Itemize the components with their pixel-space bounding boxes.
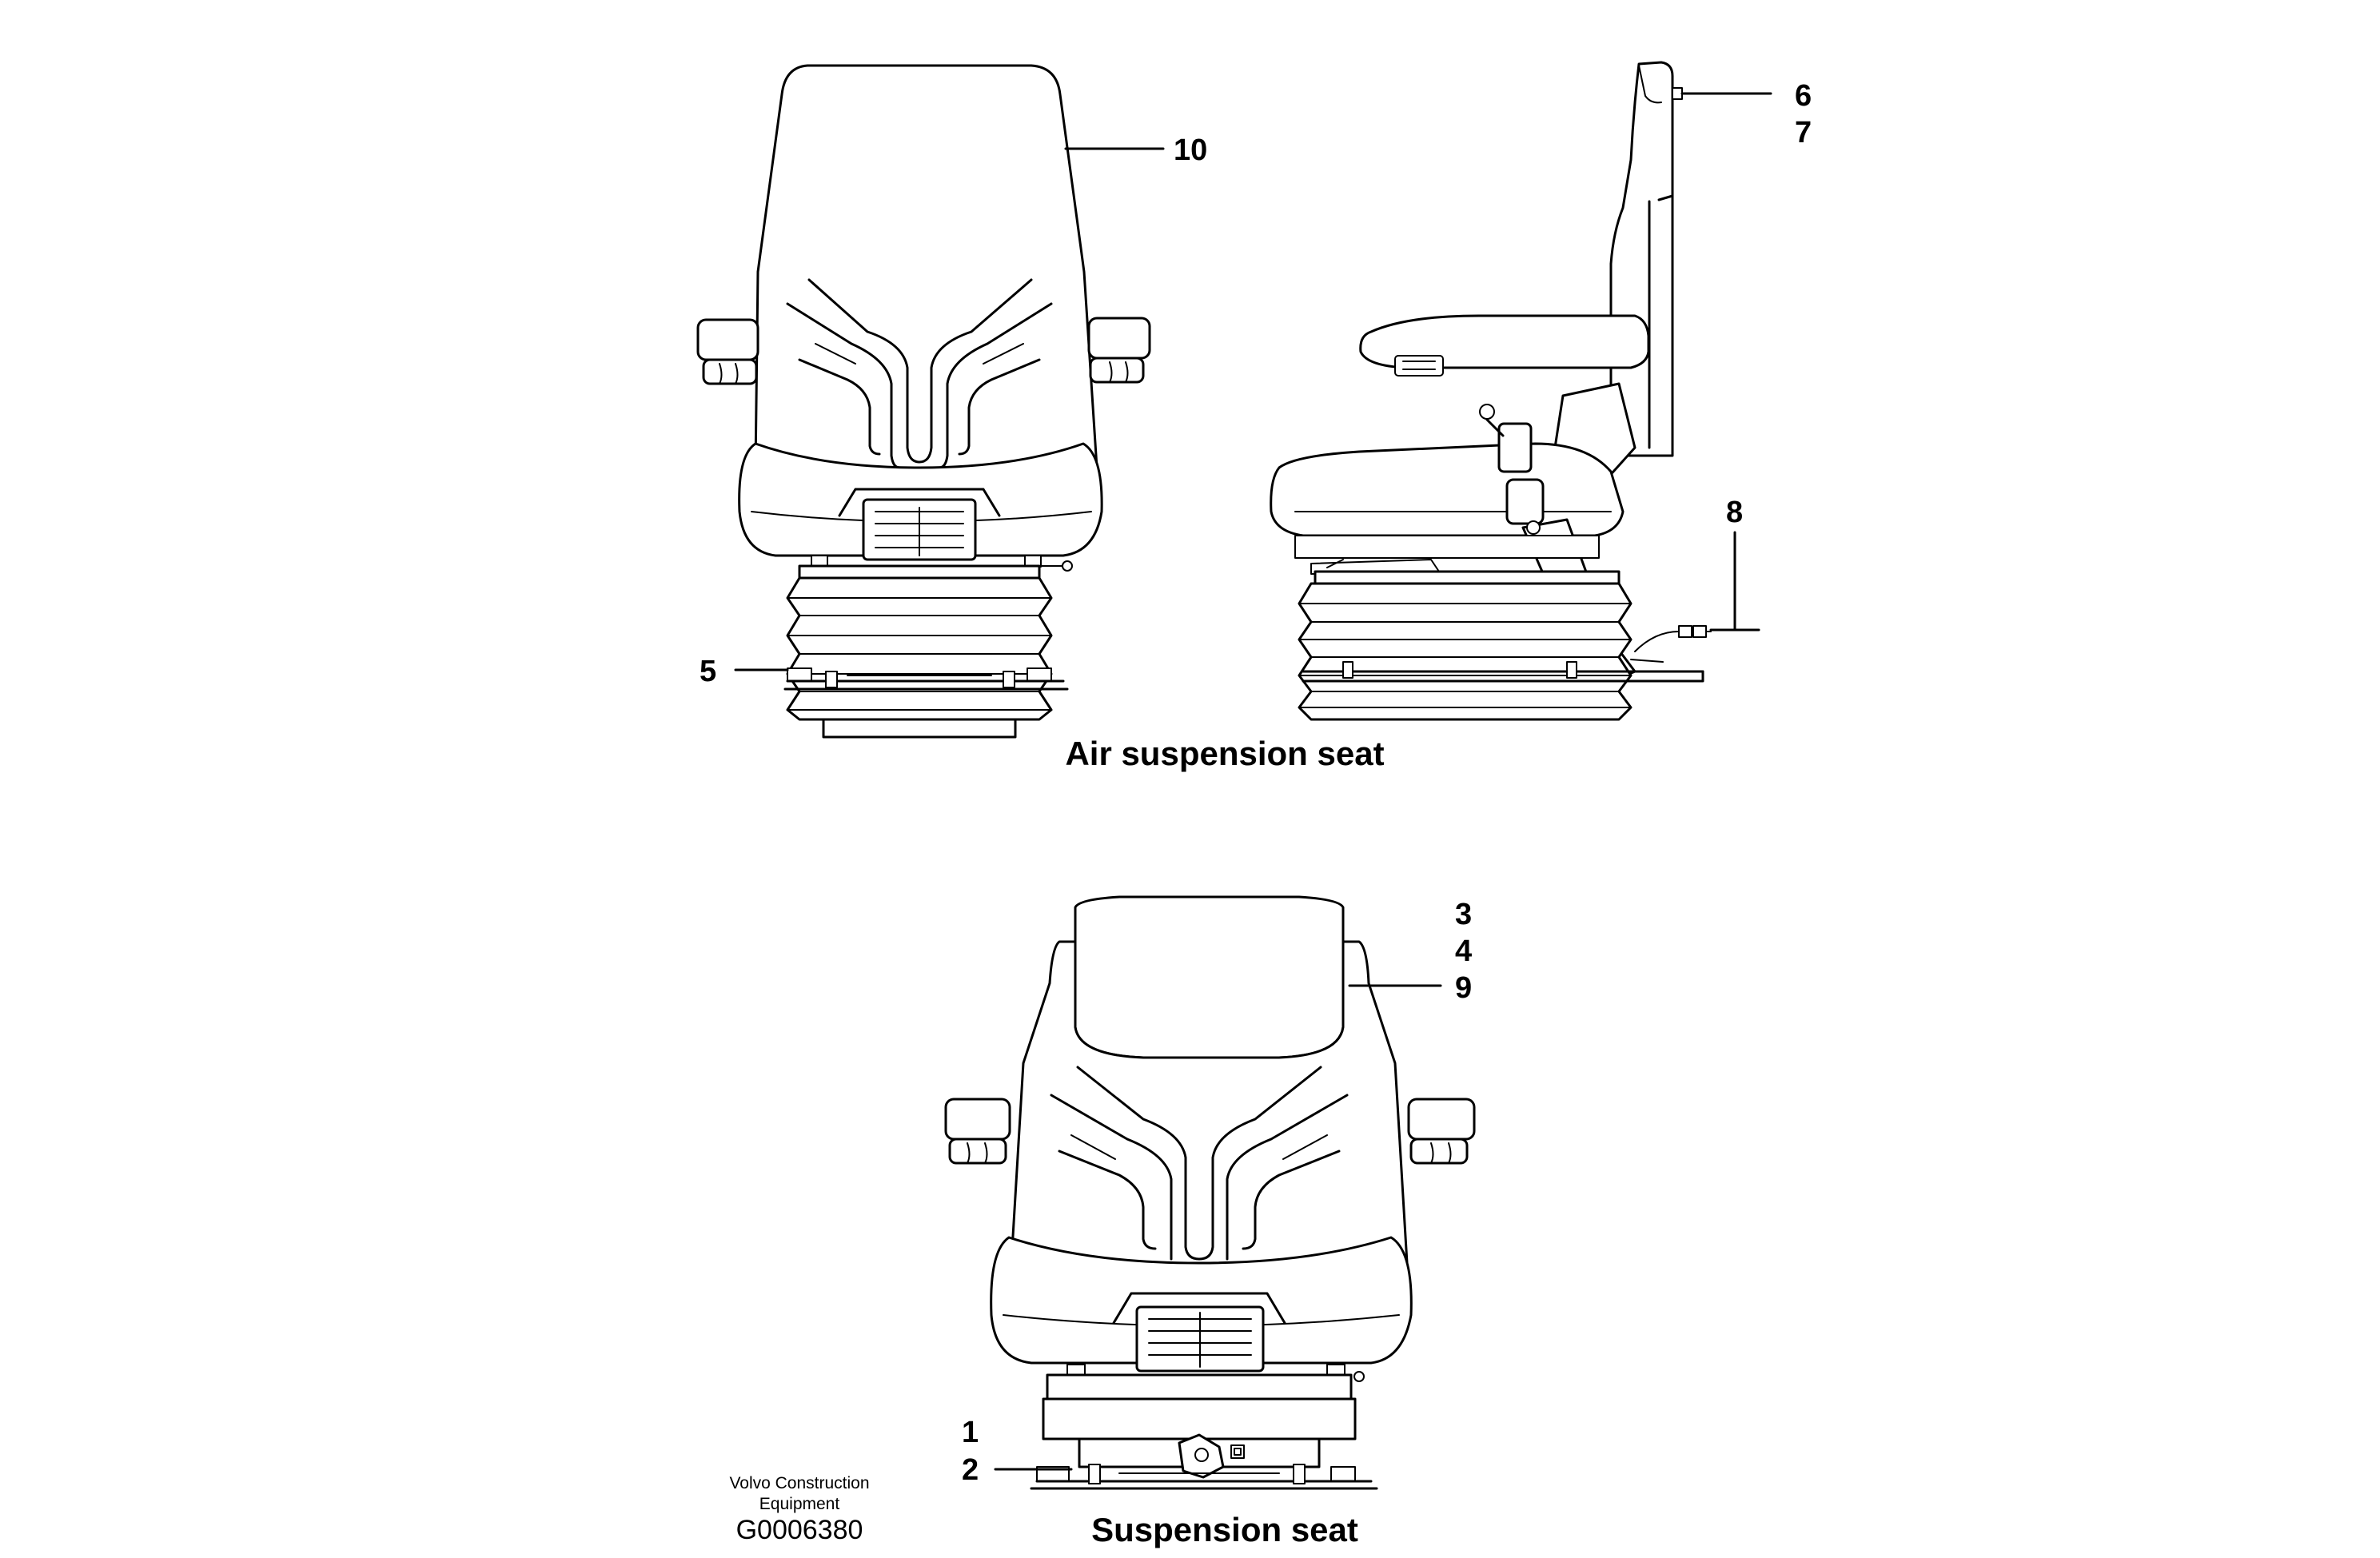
leader-lines (734, 92, 1772, 1471)
credit-company-line2: Equipment (759, 1495, 840, 1513)
credit-company-line1: Volvo Construction (729, 1474, 869, 1492)
air-seat-side-view (1270, 61, 1712, 721)
susp-front-backrest-pattern (1050, 1066, 1349, 1261)
air-front-left-armrest (696, 318, 759, 385)
callout-3: 3 (1455, 898, 1472, 931)
susp-front-right-armrest (1407, 1098, 1476, 1165)
air-front-right-armrest (1087, 317, 1151, 384)
air-suspension-seat-caption: Air suspension seat (1065, 735, 1384, 772)
callout-9: 9 (1455, 971, 1472, 1005)
callout-2: 2 (962, 1453, 979, 1487)
callout-6: 6 (1795, 79, 1812, 113)
air-side-base-plate (1302, 631, 1704, 683)
susp-front-suspension-unit (1042, 1373, 1357, 1479)
callout-5: 5 (700, 655, 716, 688)
susp-front-seat-handle (1135, 1305, 1265, 1373)
susp-front-base-plate (1030, 1464, 1378, 1490)
susp-front-left-armrest (944, 1098, 1011, 1165)
callout-1: 1 (962, 1416, 979, 1449)
air-side-armrest (1359, 314, 1650, 377)
suspension-seat-caption: Suspension seat (1091, 1511, 1358, 1548)
callout-10: 10 (1174, 133, 1207, 167)
credit-block: Volvo Construction Equipment G0006380 (729, 1474, 869, 1545)
callout-8: 8 (1726, 496, 1743, 529)
air-side-connector (1678, 625, 1712, 638)
air-side-bellows (1298, 570, 1633, 721)
air-front-base-plate (783, 667, 1069, 739)
drawing-id: G0006380 (736, 1515, 863, 1545)
air-front-bellows (786, 564, 1053, 721)
suspension-seat-front-view (944, 895, 1476, 1490)
air-front-seat-handle (862, 498, 977, 561)
callout-4: 4 (1455, 934, 1472, 968)
callout-labels: 10 5 6 7 8 3 4 9 1 2 (700, 79, 1812, 1487)
air-seat-front-view (696, 64, 1151, 739)
air-front-backrest-pattern (786, 278, 1053, 469)
callout-7: 7 (1795, 116, 1812, 149)
